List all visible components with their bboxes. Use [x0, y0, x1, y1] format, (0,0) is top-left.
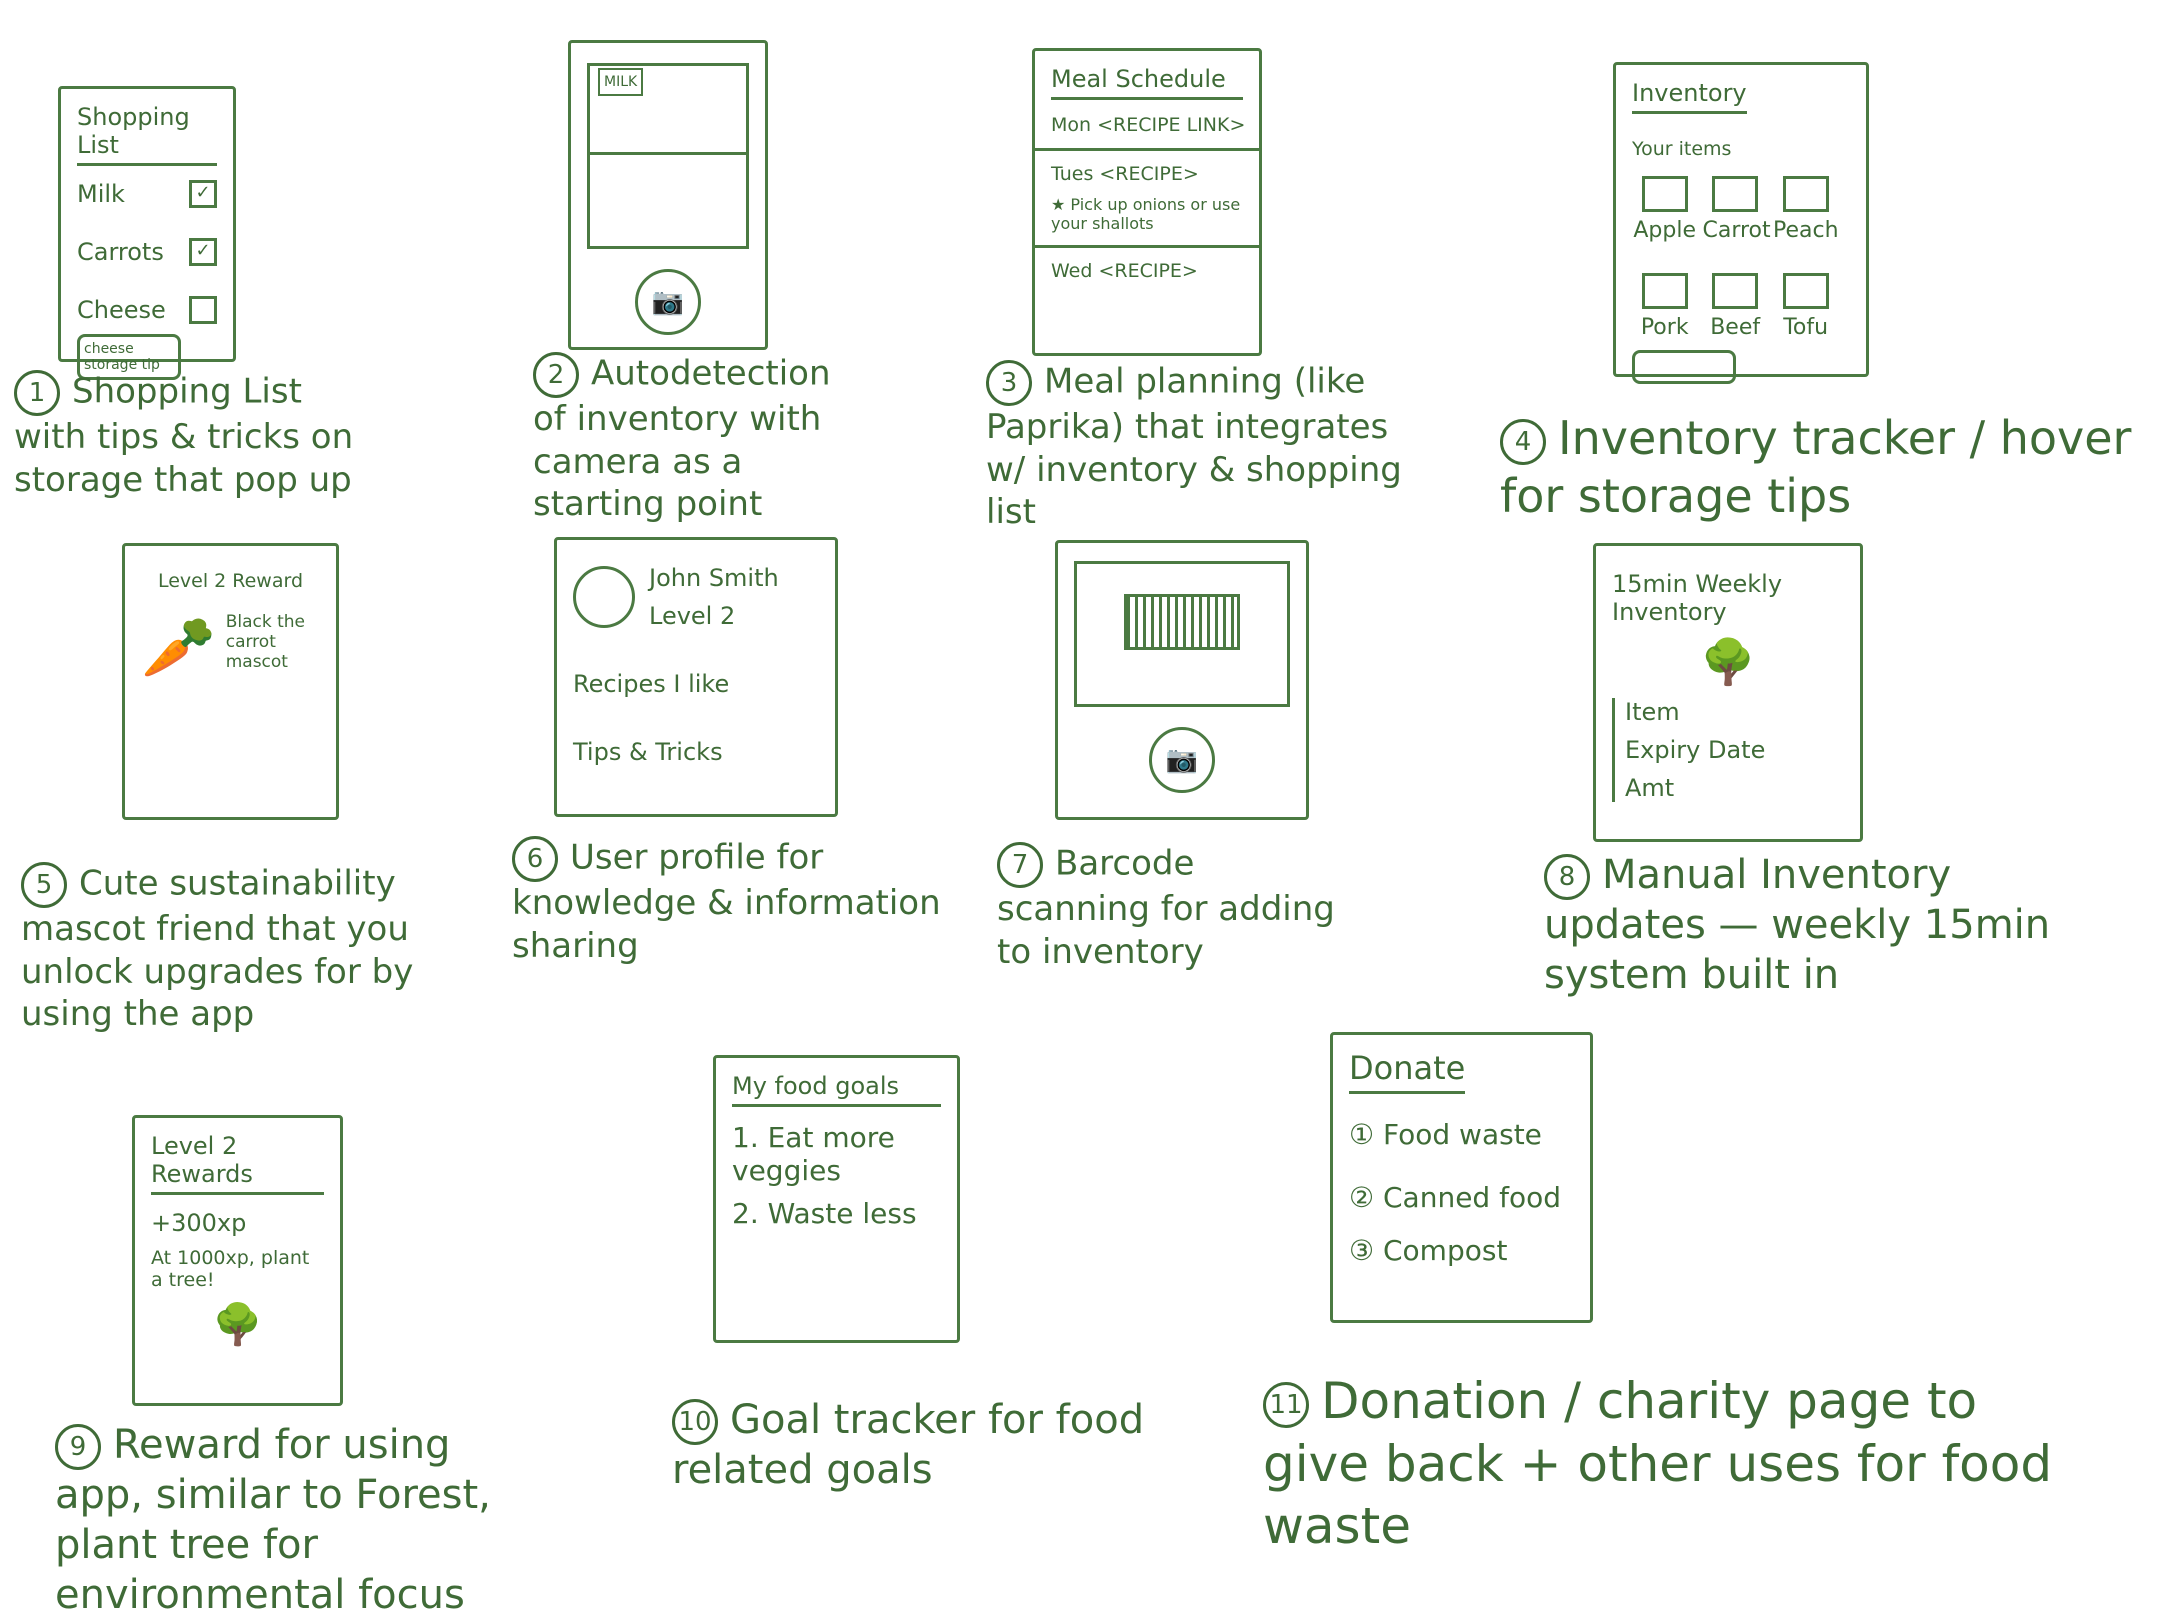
fridge-shelf: MILK	[590, 66, 746, 155]
sketch-11-donate: Donate ① Food waste ② Canned food ③ Comp…	[1330, 1032, 1593, 1323]
tree-icon: 🌳	[1700, 637, 1756, 688]
list-item: Carrots✓	[77, 238, 217, 266]
carrot-mascot-icon: 🥕	[141, 613, 216, 683]
frame-title: Inventory	[1632, 79, 1747, 114]
checkbox-checked-icon: ✓	[189, 238, 217, 266]
storage-tip-popup: cheese storage tip	[77, 334, 181, 380]
sketch-8-weekly-inventory: 15min Weekly Inventory 🌳 Item Expiry Dat…	[1593, 543, 1863, 842]
list-item: Cheese	[77, 296, 217, 324]
inventory-item: Tofu	[1773, 273, 1838, 340]
checkbox-checked-icon: ✓	[189, 180, 217, 208]
inventory-item: Carrot	[1702, 176, 1771, 243]
frame-title: Meal Schedule	[1051, 65, 1243, 100]
sketch-9-rewards: Level 2 Rewards +300xp At 1000xp, plant …	[132, 1115, 343, 1406]
camera-icon: 📷	[1149, 727, 1215, 793]
inventory-item: Beef	[1702, 273, 1767, 340]
inventory-item: Apple	[1632, 176, 1697, 243]
frame-title: Level 2 Reward	[157, 570, 304, 592]
checkbox-icon	[189, 296, 217, 324]
hover-tooltip	[1632, 350, 1736, 384]
sketch-2-camera-autodetect: MILK 📷	[568, 40, 768, 350]
frame-title: My food goals	[732, 1072, 941, 1107]
frame-title: 15min Weekly Inventory	[1612, 570, 1783, 626]
list-item: Milk✓	[77, 180, 217, 208]
frame-title: Shopping List	[77, 103, 217, 166]
star-note: ★ Pick up onions or use your shallots	[1051, 195, 1241, 233]
camera-viewfinder: MILK	[587, 63, 749, 249]
sketch-4-inventory: Inventory Your items Apple Carrot Peach …	[1613, 62, 1869, 384]
sketch-3-meal-schedule: Meal Schedule Mon <RECIPE LINK> Tues <RE…	[1032, 48, 1262, 356]
sketch-1-shopping-list: Shopping List Milk✓ Carrots✓ Cheese chee…	[58, 86, 236, 380]
sketch-10-food-goals: My food goals 1. Eat more veggies 2. Was…	[713, 1055, 960, 1343]
sketch-7-barcode-scan: 📷	[1055, 540, 1309, 820]
sketch-5-mascot: Level 2 Reward 🥕 Black the carrot mascot	[122, 543, 339, 820]
inventory-item: Peach	[1773, 176, 1839, 243]
frame-title: Donate	[1349, 1049, 1466, 1094]
camera-icon: 📷	[635, 269, 701, 335]
tree-icon: 🌳	[212, 1302, 263, 1348]
avatar	[573, 566, 635, 628]
barcode-icon	[1124, 594, 1240, 650]
inventory-item: Pork	[1632, 273, 1697, 340]
frame-title: Level 2 Rewards	[151, 1132, 324, 1195]
